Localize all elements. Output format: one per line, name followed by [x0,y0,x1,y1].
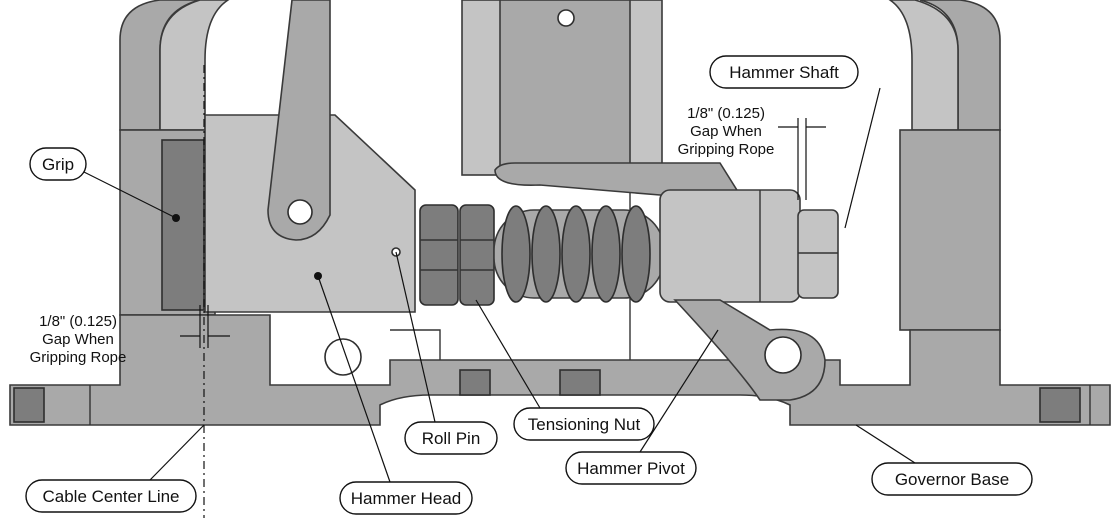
gap-note-left-line3: Gripping Rope [30,349,127,366]
hammer-shaft-part [797,209,839,299]
gap-note-left-line2: Gap When [42,331,114,348]
leader-lines [79,87,916,483]
gap-note-left-line1: 1/8" (0.125) [39,313,117,330]
svg-text:Hammer Shaft: Hammer Shaft [729,63,839,82]
spring-part [493,205,665,303]
svg-text:Hammer Pivot: Hammer Pivot [577,459,685,478]
gap-dimension-left: 1/8" (0.125) Gap When Gripping Rope [30,305,230,366]
label-hammer-head: Hammer Head [339,481,473,515]
svg-text:Hammer Head: Hammer Head [351,489,462,508]
hammer-pivot-part [494,162,826,401]
gap-note-right-line3: Gripping Rope [678,141,775,158]
label-tensioning-nut: Tensioning Nut [513,407,655,441]
gap-dimension-right: 1/8" (0.125) Gap When Gripping Rope [678,105,826,200]
svg-text:Tensioning Nut: Tensioning Nut [528,415,641,434]
gap-note-right-line2: Gap When [690,123,762,140]
hammer-head-part [204,0,416,313]
gap-note-right-line1: 1/8" (0.125) [687,105,765,122]
svg-text:Governor Base: Governor Base [895,470,1009,489]
grip-part [161,139,205,311]
label-hammer-pivot: Hammer Pivot [565,451,697,485]
label-cable-center-line: Cable Center Line [25,479,197,513]
label-hammer-shaft: Hammer Shaft [709,55,859,89]
label-roll-pin: Roll Pin [404,421,498,455]
svg-text:Grip: Grip [42,155,74,174]
svg-text:Roll Pin: Roll Pin [422,429,481,448]
label-grip: Grip [29,147,87,181]
tensioning-nut-part [419,204,495,306]
label-governor-base: Governor Base [871,462,1033,496]
svg-text:Cable Center Line: Cable Center Line [42,487,179,506]
